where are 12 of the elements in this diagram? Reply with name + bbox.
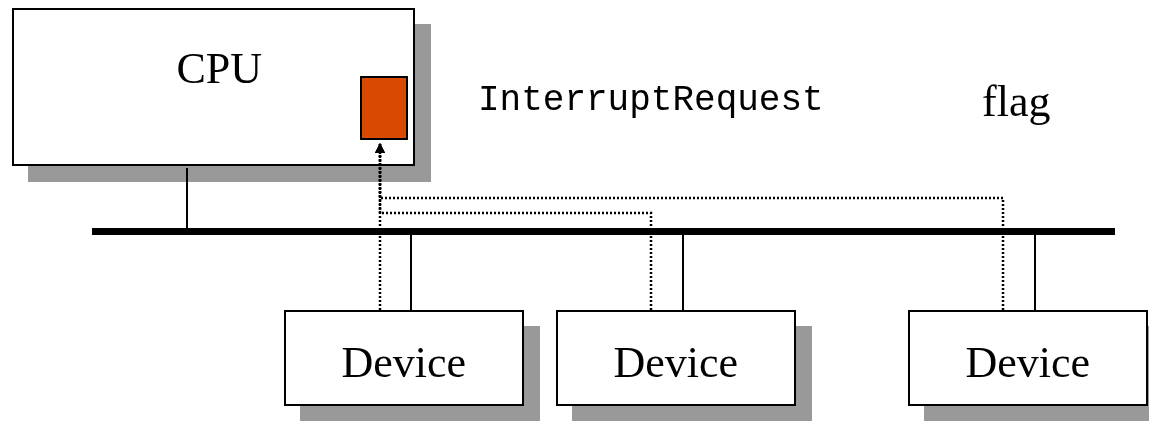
node-label: Device: [341, 336, 467, 388]
connector-line: [1034, 234, 1036, 311]
node-label: CPU: [176, 42, 263, 94]
dotted-arrow: [375, 143, 1005, 310]
connector-line: [682, 234, 684, 311]
node-label: Device: [613, 336, 739, 388]
flag-label: flag: [982, 76, 1051, 127]
node-label: Device: [965, 336, 1091, 388]
flag-label: InterruptRequest: [478, 80, 824, 121]
flag-box: [360, 76, 408, 140]
connector-line: [186, 167, 188, 229]
connector-line: [410, 234, 412, 311]
